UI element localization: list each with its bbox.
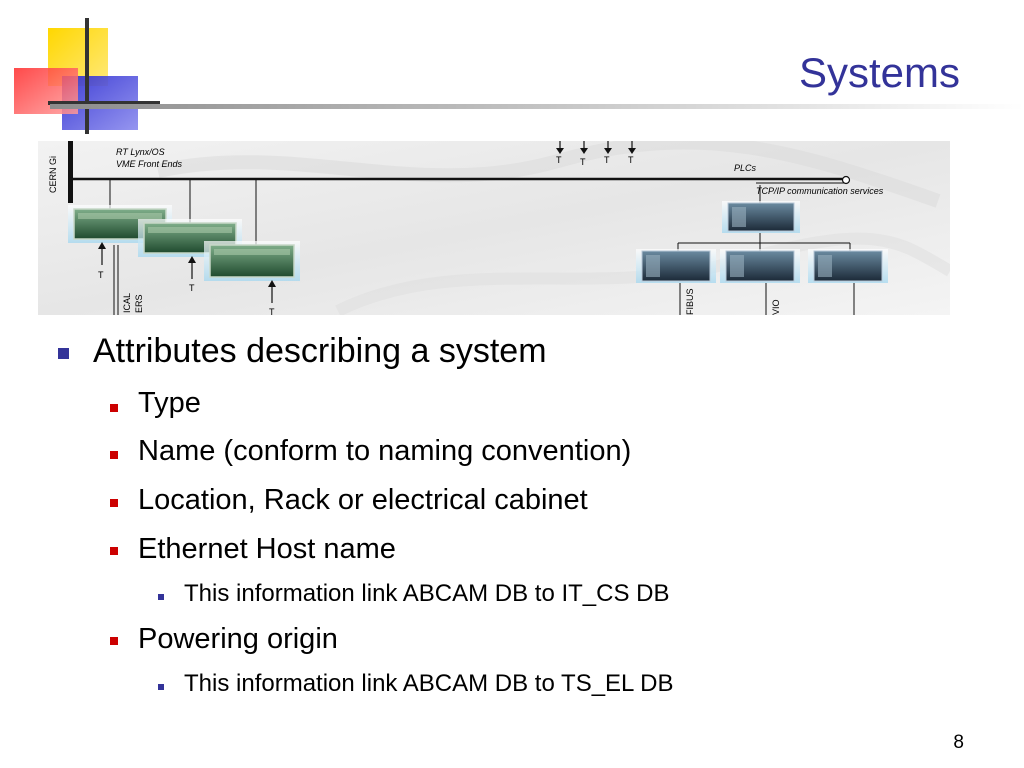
plc-unit: [722, 201, 800, 233]
vertical-label: ICAL: [122, 293, 132, 313]
terminal-marker: T: [556, 155, 562, 165]
bullet-icon: [110, 499, 118, 507]
backbone-endpoint: [841, 175, 851, 185]
bullet-icon: [58, 348, 69, 359]
bullet-item: Location, Rack or electrical cabinet: [138, 484, 588, 516]
bullet-item: Type: [138, 387, 201, 419]
bullet-icon: [110, 547, 118, 555]
tcpip-label: TCP/IP communication services: [756, 186, 884, 196]
sub-bullet-item: This information link ABCAM DB to TS_EL …: [184, 670, 674, 697]
plc-unit: [636, 249, 716, 283]
bullet-icon: [110, 637, 118, 645]
terminal-marker: T: [98, 270, 104, 280]
bullet-icon: [110, 404, 118, 412]
logo-horizontal-bar: [48, 101, 160, 105]
vertical-label: ERS: [134, 294, 144, 313]
title-underline: [50, 104, 1024, 109]
page-number: 8: [953, 732, 964, 753]
terminal-marker: T: [189, 283, 195, 293]
terminal-marker: T: [604, 155, 610, 165]
frontend-label-line1: RT Lynx/OS: [116, 147, 165, 157]
terminal-marker: T: [580, 157, 586, 167]
frontend-label-line2: VME Front Ends: [116, 159, 183, 169]
bullet-item: Name (conform to naming convention): [138, 435, 632, 467]
plc-unit: [808, 249, 888, 283]
plc-unit: [720, 249, 800, 283]
network-diagram: CERN Gi RT Lynx/OS VME Front Ends PLCs T…: [38, 141, 950, 315]
bullet-icon: [158, 594, 164, 600]
decorative-corner-squares: [14, 18, 160, 134]
terminal-arrows-top: [556, 141, 636, 154]
bullet-icon: [110, 451, 118, 459]
bullet-icon: [158, 684, 164, 690]
terminal-arrows-bottom: [98, 242, 276, 303]
backbone-left-bar: [68, 141, 73, 203]
bullet-item: Powering origin: [138, 623, 338, 655]
vertical-label: VIO: [771, 299, 781, 315]
terminal-marker: T: [269, 307, 275, 315]
diagram-watermark: [156, 141, 941, 208]
network-label: CERN Gi: [48, 156, 58, 193]
sub-bullet-item: This information link ABCAM DB to IT_CS …: [184, 580, 670, 607]
logo-vertical-bar: [85, 18, 89, 134]
vertical-label: FIBUS: [685, 288, 695, 315]
vme-rack: [204, 241, 300, 281]
slide-title: Systems: [798, 49, 960, 96]
bullet-heading: Attributes describing a system: [93, 332, 547, 370]
plcs-label: PLCs: [734, 163, 757, 173]
terminal-marker: T: [628, 155, 634, 165]
bullet-item: Ethernet Host name: [138, 533, 396, 565]
